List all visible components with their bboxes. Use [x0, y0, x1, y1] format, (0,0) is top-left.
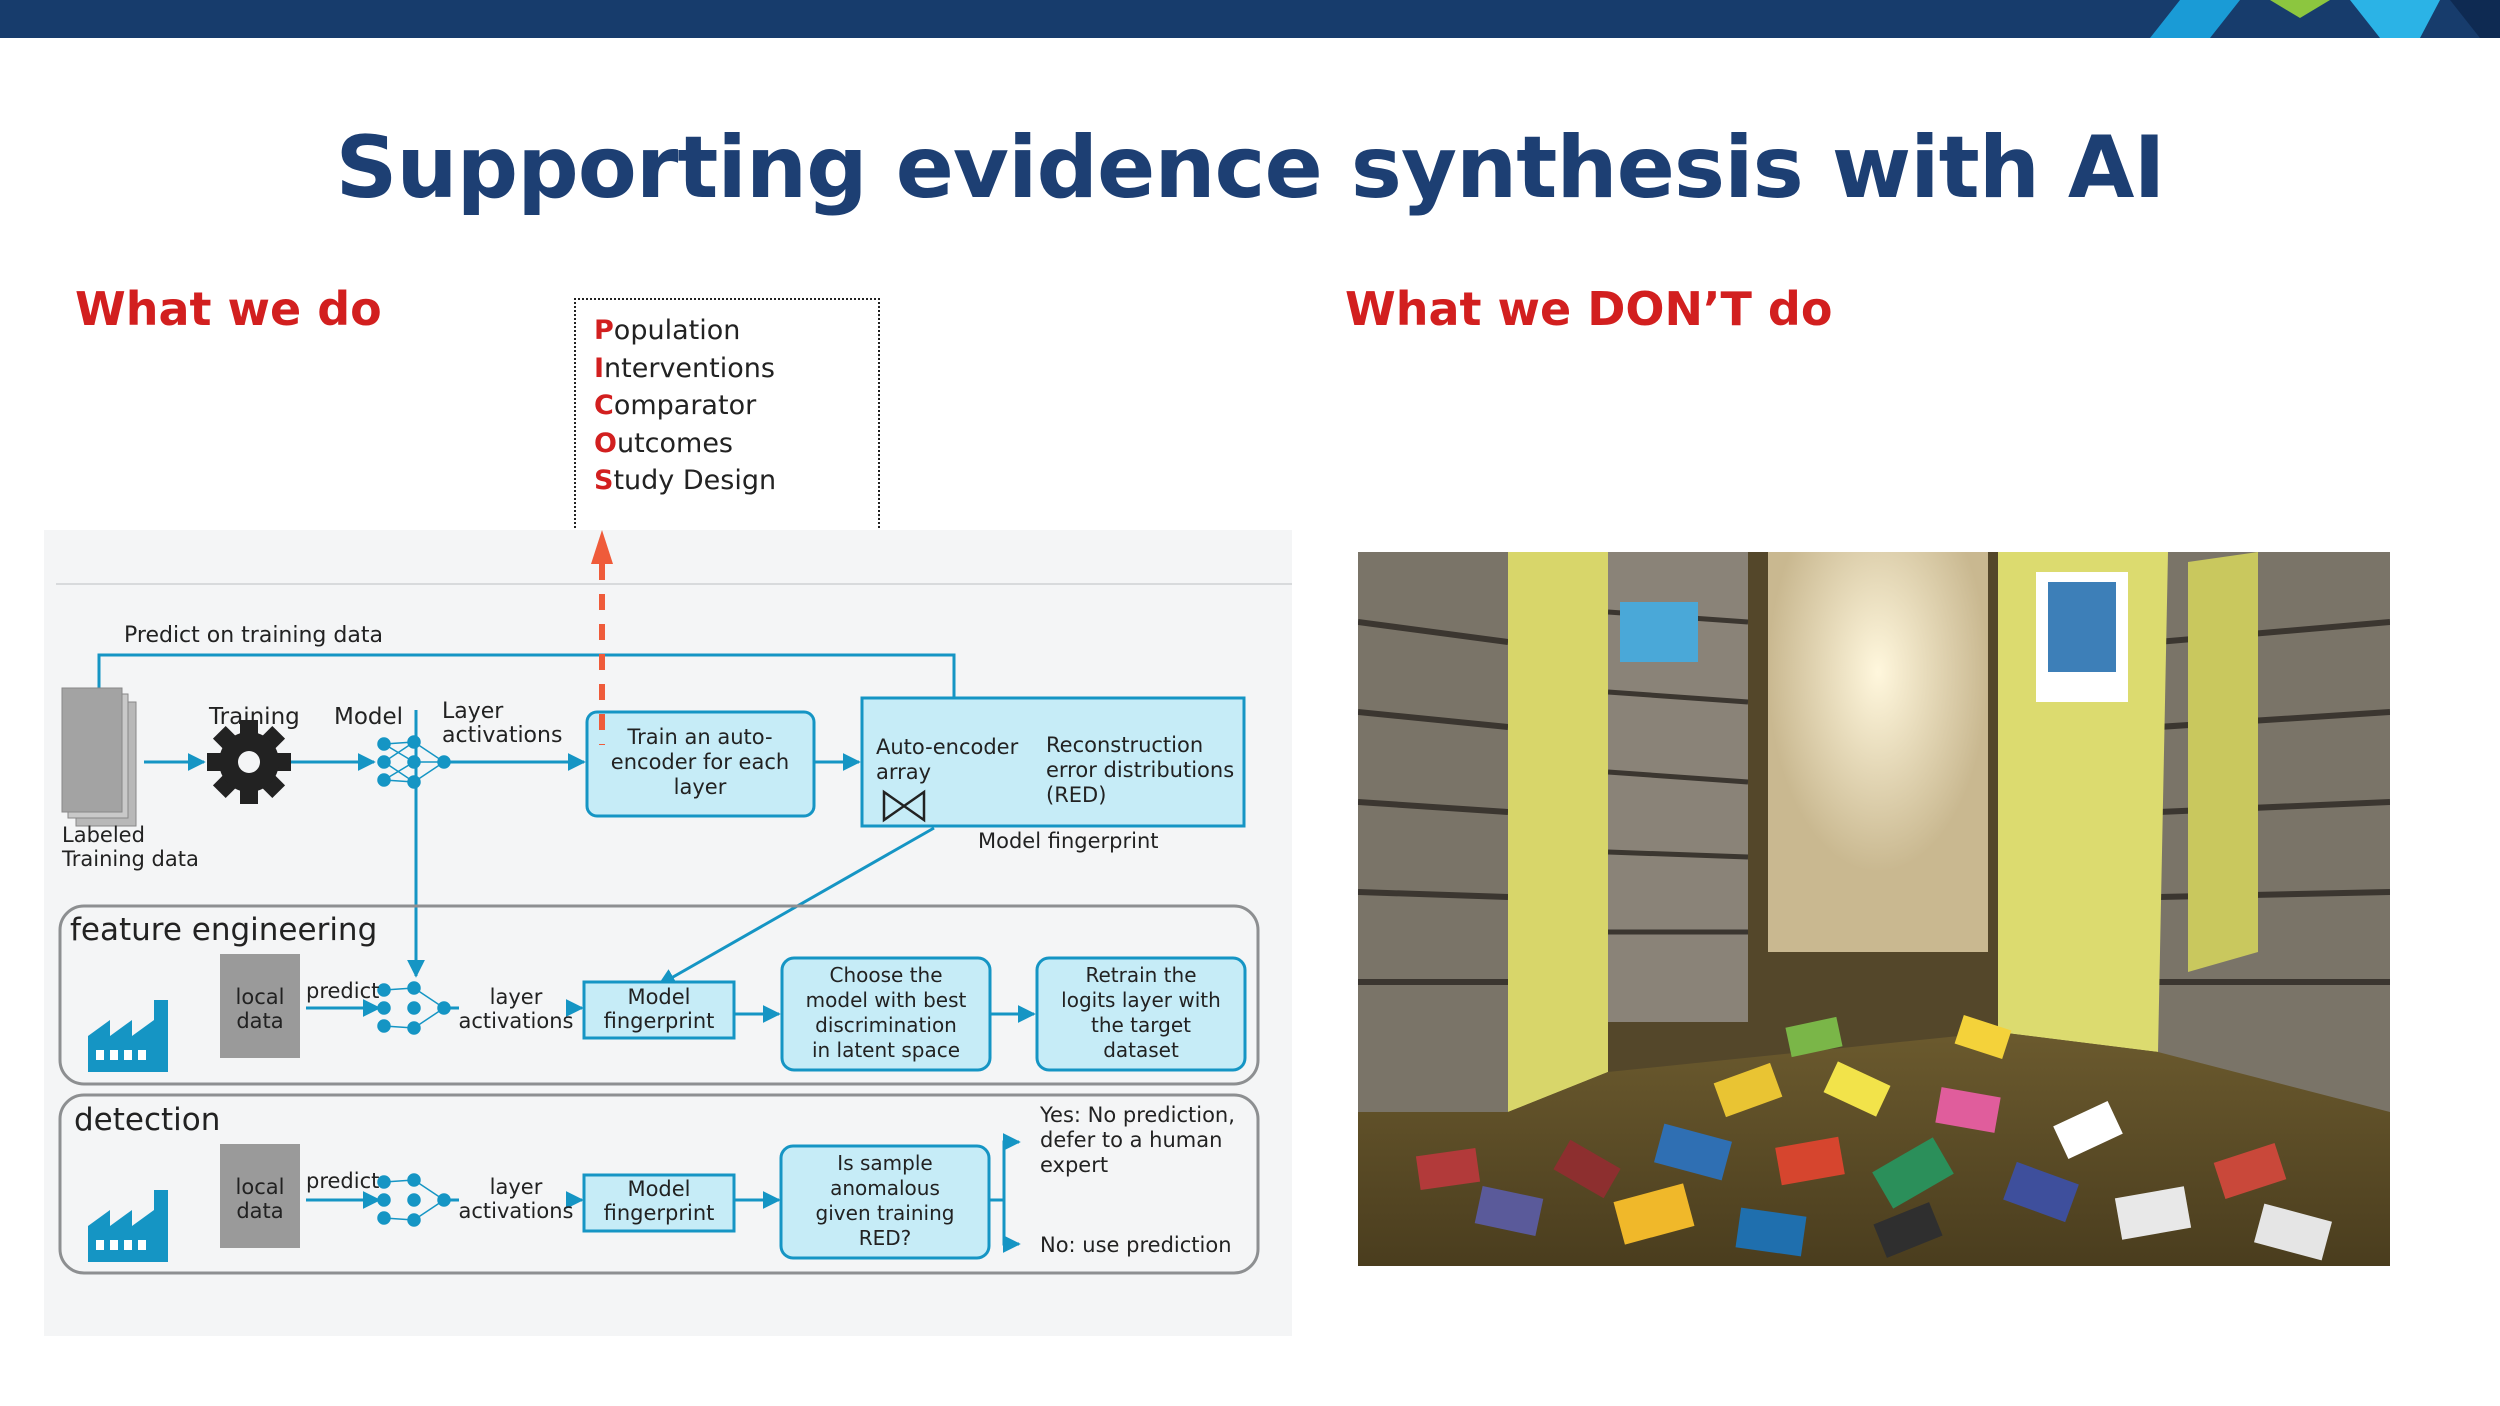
model-label: Model: [334, 704, 403, 730]
det-layer-line2: activations: [459, 1199, 574, 1223]
train-ae-line3: layer: [674, 775, 727, 799]
slide-title: Supporting evidence synthesis with AI: [335, 118, 2165, 218]
choose-line1: Choose the: [829, 963, 942, 987]
pico-outcomes: Outcomes: [594, 427, 733, 459]
fe-layer-line1: layer: [490, 985, 543, 1009]
choose-line2: model with best: [806, 988, 967, 1012]
labeled-data-line1: Labeled: [62, 823, 145, 847]
neural-net-icon: [377, 735, 451, 1227]
det-fingerprint-line2: fingerprint: [604, 1201, 715, 1225]
retrain-line1: Retrain the: [1085, 963, 1196, 987]
ae-array-line1: Auto-encoder: [876, 735, 1019, 759]
gear-icon: [207, 720, 291, 804]
left-heading: What we do: [75, 282, 382, 336]
choose-line4: in latent space: [812, 1038, 960, 1062]
red-line2: error distributions: [1046, 758, 1234, 782]
det-local-data-line2: data: [236, 1199, 283, 1223]
anomalous-line1: Is sample: [837, 1151, 932, 1175]
fe-fingerprint-line2: fingerprint: [604, 1009, 715, 1033]
model-fingerprint-caption: Model fingerprint: [978, 829, 1159, 853]
fe-fingerprint-line1: Model: [627, 985, 690, 1009]
pico-population: Population: [594, 315, 741, 346]
train-ae-line1: Train an auto-: [626, 725, 772, 749]
anomalous-line4: RED?: [859, 1226, 912, 1250]
yes-line3: expert: [1040, 1153, 1108, 1177]
right-heading: What we DON’T do: [1345, 282, 1833, 336]
ml-pipeline-diagram: Predict on training data Training Model …: [44, 530, 1292, 1336]
pico-study-design: Study Design: [594, 465, 777, 496]
bowtie-icon: [882, 789, 926, 823]
pico-interventions: Interventions: [594, 352, 775, 384]
red-line3: (RED): [1046, 783, 1106, 807]
det-fingerprint-line1: Model: [627, 1177, 690, 1201]
red-line1: Reconstruction: [1046, 733, 1203, 757]
anomalous-line3: given training: [816, 1201, 955, 1225]
fe-local-data-line2: data: [236, 1009, 283, 1033]
training-label: Training: [208, 704, 300, 730]
banner-decoration: [2150, 0, 2500, 38]
anomalous-line2: anomalous: [830, 1176, 940, 1200]
document-stack-icon: [61, 687, 137, 827]
ae-array-line2: array: [876, 760, 931, 784]
fe-predict: predict: [306, 979, 379, 1003]
retrain-line2: logits layer with: [1061, 988, 1221, 1012]
detection-title: detection: [74, 1102, 220, 1138]
layer-activations-line1: Layer: [442, 699, 504, 724]
library-photo: [1358, 552, 2390, 1266]
fe-layer-line2: activations: [459, 1009, 574, 1033]
pico-comparator: Comparator: [594, 390, 757, 421]
yes-line2: defer to a human: [1040, 1128, 1222, 1152]
retrain-line3: the target: [1091, 1013, 1191, 1037]
predict-on-training-label: Predict on training data: [124, 623, 383, 648]
pico-box: Population Interventions Comparator Outc…: [574, 298, 880, 552]
retrain-line4: dataset: [1103, 1038, 1179, 1062]
labeled-data-line2: Training data: [61, 847, 199, 871]
det-predict: predict: [306, 1169, 379, 1193]
yes-line1: Yes: No prediction,: [1039, 1103, 1235, 1127]
fe-local-data-line1: local: [236, 985, 285, 1009]
det-local-data-line1: local: [236, 1175, 285, 1199]
top-banner: [0, 0, 2500, 38]
det-layer-line1: layer: [490, 1175, 543, 1199]
choose-line3: discrimination: [815, 1013, 957, 1037]
train-ae-line2: encoder for each: [611, 750, 789, 774]
feature-engineering-title: feature engineering: [70, 912, 377, 948]
factory-icon: [88, 1000, 168, 1262]
no-line: No: use prediction: [1040, 1233, 1232, 1257]
layer-activations-line2: activations: [442, 723, 562, 748]
pico-arrow: [591, 530, 613, 745]
